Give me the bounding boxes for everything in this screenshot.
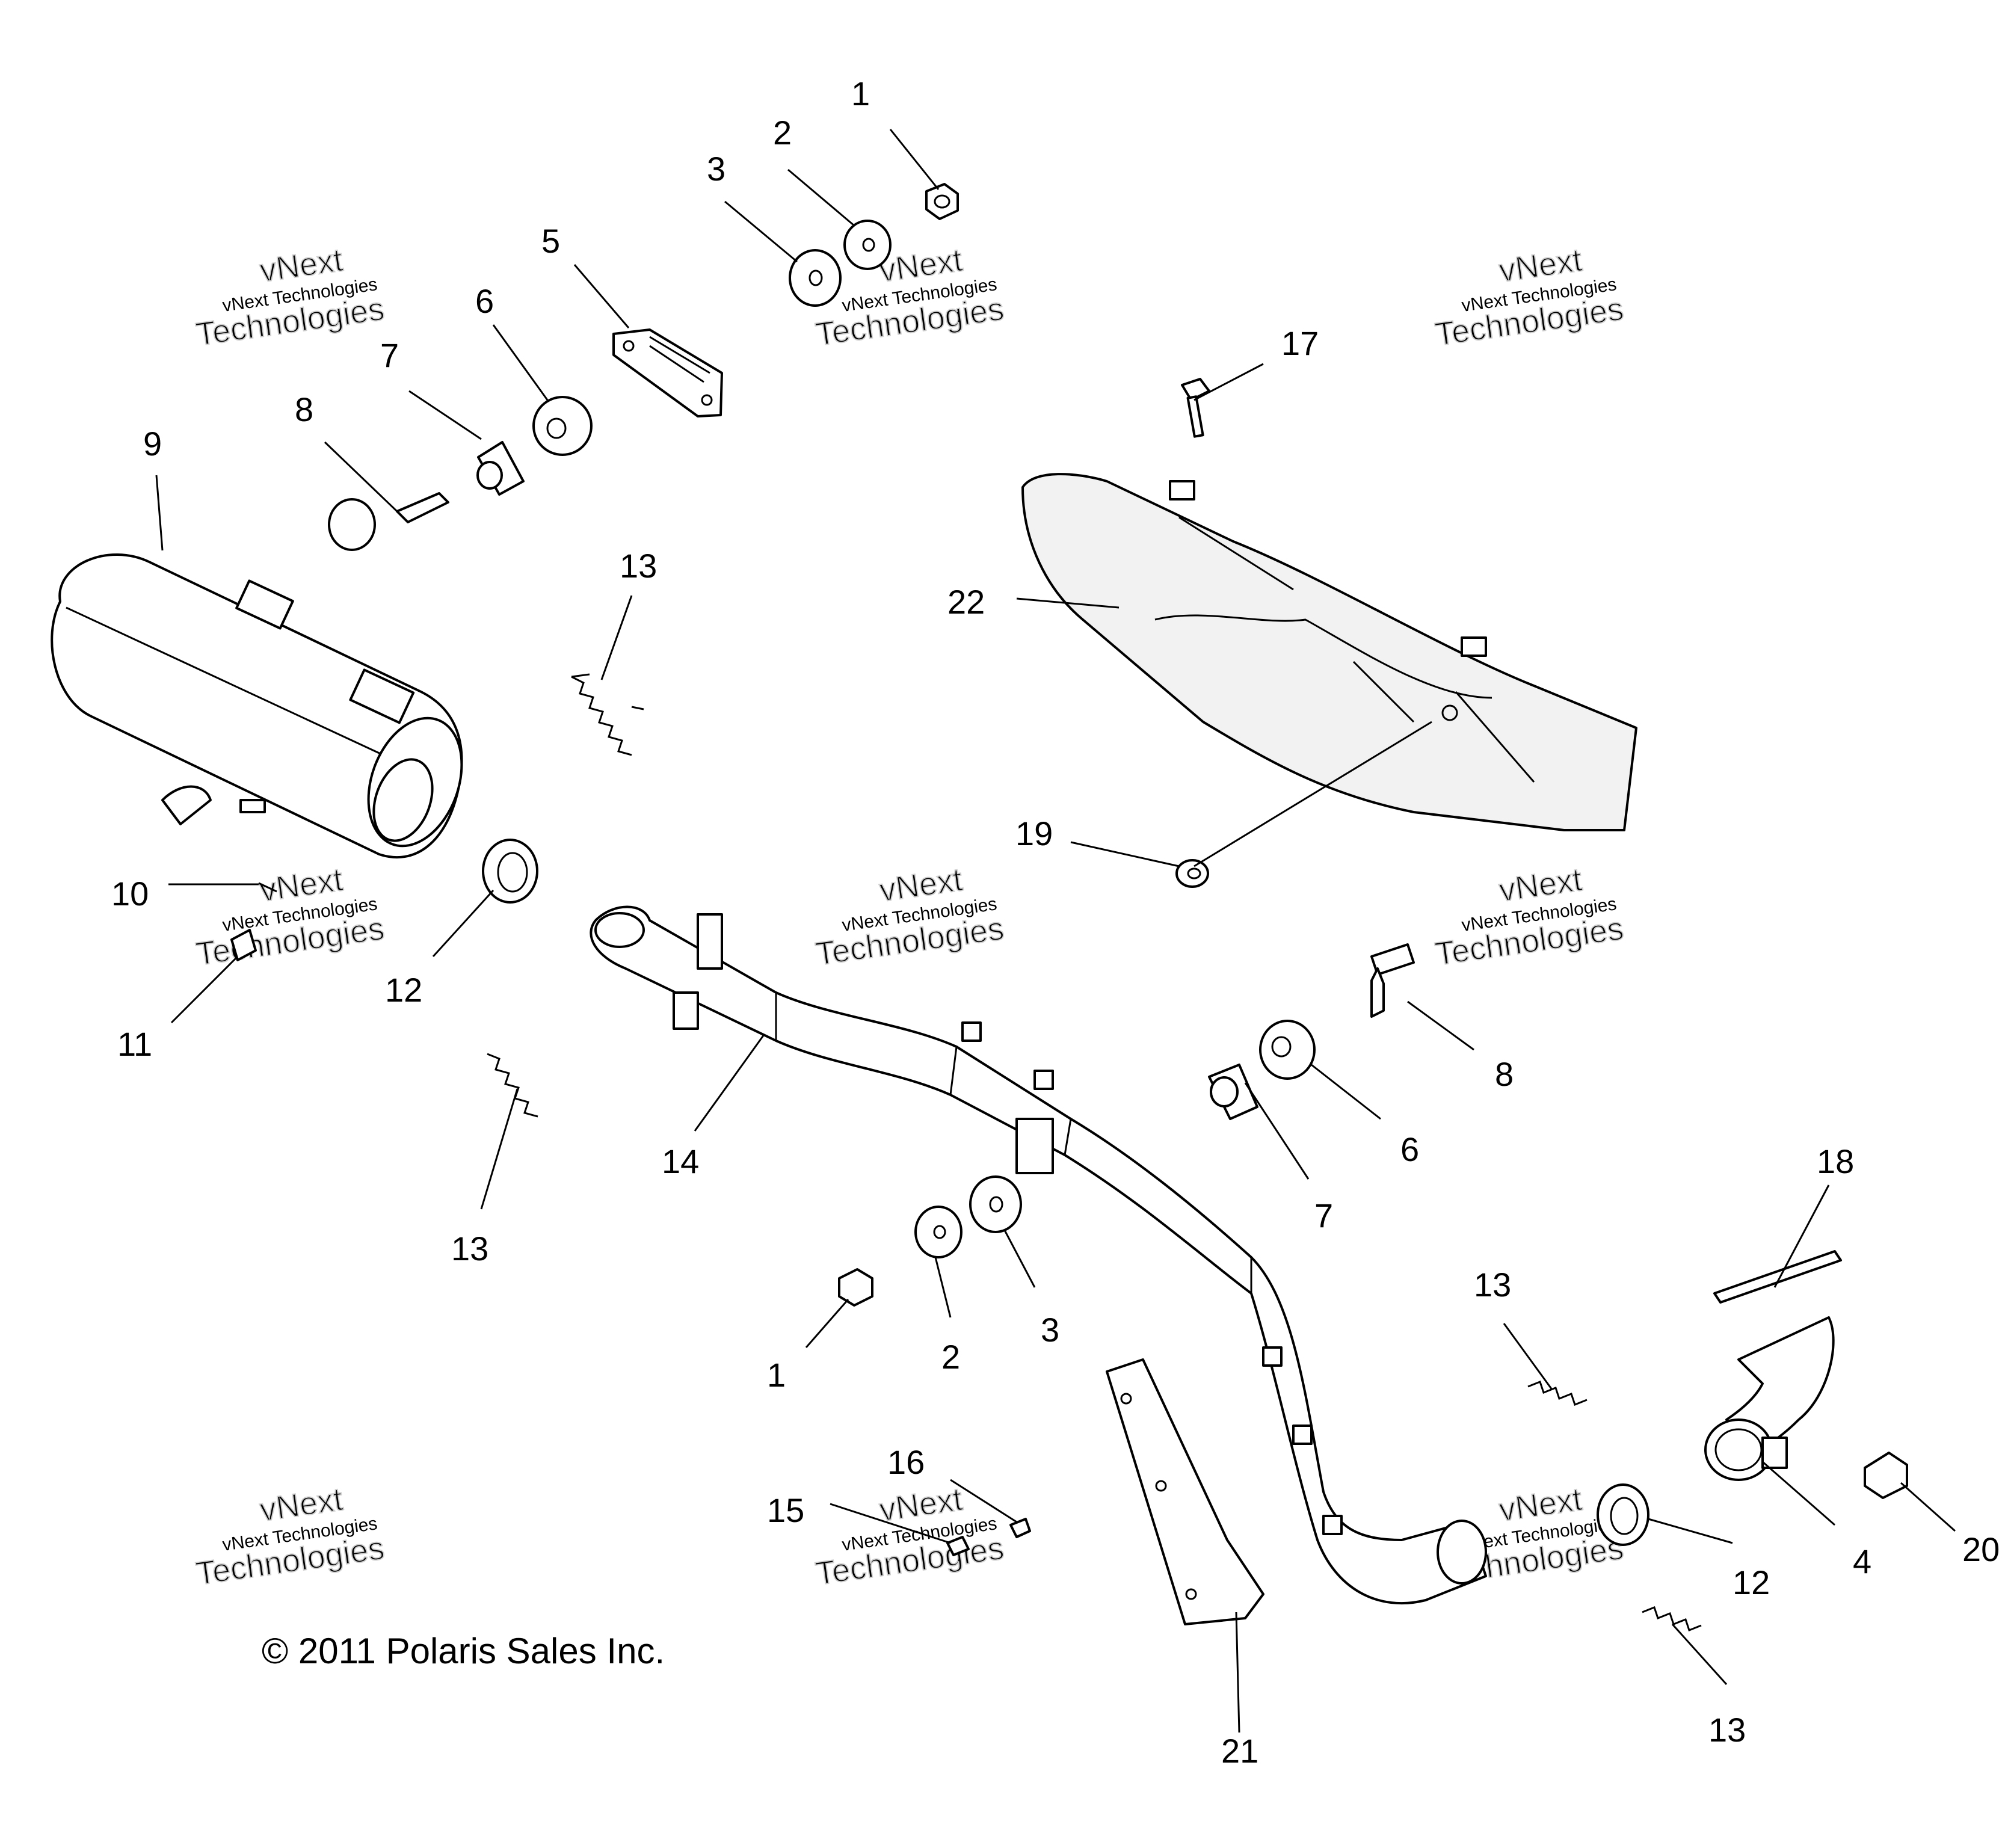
callout-18: 18 [1817,1142,1854,1180]
callout-8: 8 [295,390,313,428]
part-bolt [328,492,449,551]
callout-21: 21 [1221,1732,1258,1770]
callout-13: 13 [620,547,657,585]
callout-22: 22 [947,583,985,621]
part-heat-shield [1021,473,1637,831]
part-sleeve [1208,1064,1258,1120]
callout-13: 13 [451,1230,488,1267]
watermark: vNext vNext Technologies Technologies [193,1480,387,1592]
callout-2: 2 [941,1338,960,1376]
part-nut [1175,859,1209,888]
callout-6: 6 [1400,1130,1419,1168]
callout-4: 4 [1853,1542,1871,1580]
callout-9: 9 [143,425,162,463]
callout-3: 3 [1041,1311,1059,1349]
watermark: vNext vNext Technologies Technologies [813,1480,1007,1592]
watermark: vNext vNext Technologies Technologies [193,861,387,973]
watermark: vNext vNext Technologies Technologies [1432,241,1627,353]
part-gasket [1713,1250,1842,1304]
part-grommet [969,1175,1022,1233]
callout-17: 17 [1281,324,1319,362]
callout-13: 13 [1474,1266,1511,1304]
part-nut [1864,1452,1908,1499]
callout-5: 5 [541,222,560,260]
part-nut [838,1268,873,1307]
part-spring [571,673,644,756]
part-clip [230,929,257,961]
part-small-shield [1106,1358,1264,1625]
part-bolt [1181,378,1210,438]
part-spring [1642,1606,1702,1631]
part-bolt [946,1536,970,1556]
callout-11: 11 [117,1025,152,1063]
leader-lines [155,129,1956,1733]
callout-16: 16 [887,1443,925,1481]
callout-6: 6 [475,282,494,320]
part-nut [925,183,959,220]
part-spring [487,1053,538,1118]
part-pin [258,882,277,893]
callout-13: 13 [1708,1711,1746,1749]
callouts: 1 2 3 5 6 7 8 9 13 17 22 19 10 11 12 13 … [111,75,2000,1770]
part-clip [1009,1518,1031,1538]
callout-2: 2 [773,114,792,152]
part-sleeve [476,441,525,496]
callout-20: 20 [1962,1530,2000,1568]
part-gasket [482,839,538,904]
callout-7: 7 [1314,1197,1333,1234]
watermark: vNext vNext Technologies Technologies [813,861,1007,973]
part-gasket [1597,1483,1649,1546]
part-grommet [532,396,593,456]
part-bolt [1370,943,1415,1018]
part-bracket [612,328,723,417]
part-washer [914,1206,962,1258]
callout-12: 12 [1732,1563,1770,1601]
part-grommet [1259,1020,1316,1080]
part-grommet [789,249,842,307]
callout-19: 19 [1015,815,1053,852]
callout-3: 3 [707,150,725,188]
callout-1: 1 [767,1356,786,1394]
callout-7: 7 [380,336,399,374]
callout-1: 1 [851,75,870,112]
callout-12: 12 [385,971,422,1009]
watermarks: vNext vNext Technologies Technologies vN… [193,241,1627,1592]
callout-14: 14 [662,1142,699,1180]
part-spring [1527,1381,1588,1406]
callout-10: 10 [111,875,149,913]
part-washer [843,220,892,270]
watermark: vNext vNext Technologies Technologies [193,241,387,353]
copyright-notice: © 2011 Polaris Sales Inc. [262,1631,665,1671]
part-muffler [51,553,463,858]
callout-8: 8 [1495,1055,1514,1093]
callout-15: 15 [767,1491,804,1529]
part-elbow-pipe [1704,1316,1835,1481]
watermark: vNext vNext Technologies Technologies [1432,861,1627,973]
part-head-pipe [590,905,1487,1605]
